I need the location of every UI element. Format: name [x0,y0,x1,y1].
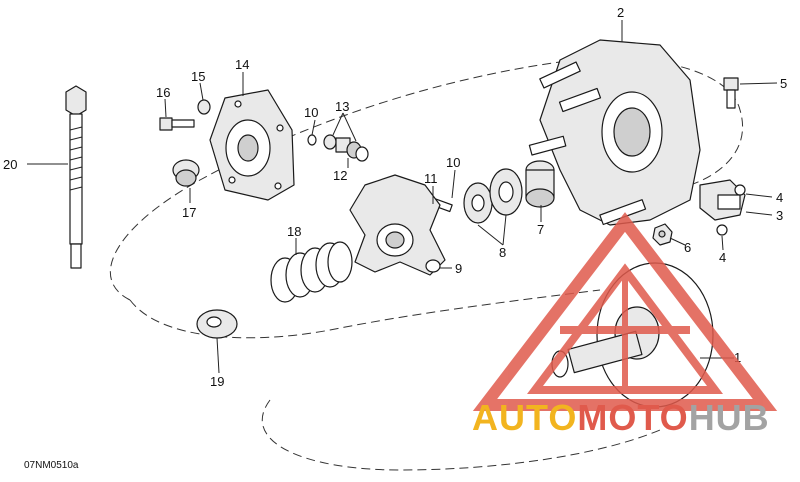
part-spider [349,174,446,276]
callout-5: 5 [780,76,787,91]
callout-12: 12 [333,168,347,183]
drive-belt-outline [109,58,743,301]
callout-4-lower: 4 [719,250,726,265]
callout-6: 6 [684,240,691,255]
callout-11: 11 [424,171,438,186]
part-nut [652,223,673,246]
watermark-logo [472,212,778,411]
part-sleeve [525,160,555,208]
callout-15: 15 [191,69,205,84]
callout-4-upper: 4 [776,190,783,205]
part-washer-15 [197,99,211,115]
drive-belt-outline-lower [129,289,601,339]
part-movable-sheave [528,39,701,226]
part-roller-assembly [307,134,369,162]
callout-1: 1 [734,350,741,365]
watermark-brand-part3: HUB [688,397,770,438]
callout-10-right: 10 [446,155,460,170]
part-cover-plate [209,89,295,201]
callout-labels: 1 2 3 4 4 5 6 7 8 9 10 10 11 12 13 14 15… [3,5,787,389]
part-bushing [172,159,200,187]
callout-16: 16 [156,85,170,100]
callout-20: 20 [3,157,17,172]
part-slider-block [699,179,746,236]
part-long-bolt [65,85,87,269]
part-spring [270,241,353,303]
callout-2: 2 [617,5,624,20]
figure-reference-code: 07NM0510a [24,460,79,471]
watermark-brand-part2: MOTO [577,397,689,438]
part-screw [723,77,739,109]
part-washer-19 [196,309,238,339]
callout-14: 14 [235,57,249,72]
callout-7: 7 [537,222,544,237]
part-small-bolt [159,117,195,131]
watermark-brand-text: AUTOMOTOHUB [472,397,770,439]
callout-10-left: 10 [304,105,318,120]
callout-9: 9 [455,261,462,276]
callout-17: 17 [182,205,196,220]
callout-8: 8 [499,245,506,260]
callout-3: 3 [776,208,783,223]
callout-19: 19 [210,374,224,389]
callout-13: 13 [335,99,349,114]
part-washers-8 [463,168,523,224]
watermark-brand-part1: AUTO [472,397,578,438]
callout-18: 18 [287,224,301,239]
